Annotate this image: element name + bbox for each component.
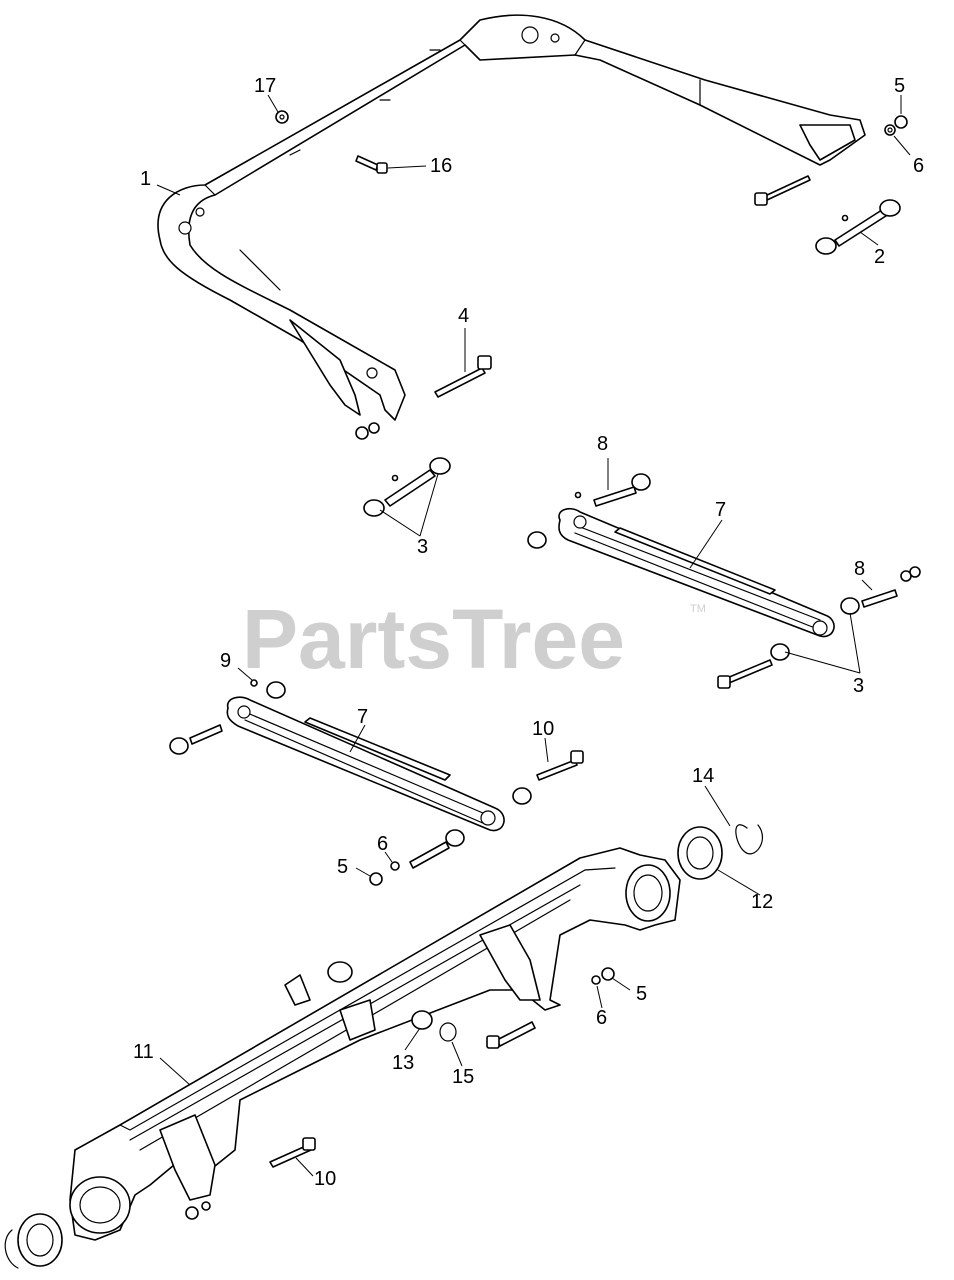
axle-beam-part-11[interactable] — [69, 847, 681, 1241]
callout-6c: 6 — [596, 1007, 607, 1029]
arm-part-7-lower[interactable] — [226, 696, 505, 832]
callout-4: 4 — [458, 305, 469, 327]
callout-10a: 10 — [532, 718, 554, 740]
callout-16: 16 — [430, 155, 452, 177]
bolt-part-16[interactable] — [355, 155, 388, 174]
callout-6b: 6 — [377, 833, 388, 855]
callout-5b: 5 — [337, 856, 348, 878]
callout-3b: 3 — [853, 675, 864, 697]
bearing-part-12[interactable] — [677, 826, 723, 880]
callout-11: 11 — [133, 1041, 154, 1063]
callout-10b: 10 — [314, 1168, 336, 1190]
bushing-part-13[interactable] — [411, 1010, 433, 1030]
callout-8a: 8 — [597, 433, 608, 455]
watermark-text: PartsTree — [242, 592, 625, 686]
nut-washer-part-5-6-right[interactable] — [591, 967, 615, 985]
callout-12: 12 — [751, 891, 773, 913]
callout-labels: 1 17 16 5 6 2 4 3 8 7 8 3 9 7 10 6 5 14 … — [133, 75, 924, 1190]
ring-part-15[interactable] — [439, 1022, 457, 1042]
pin-part-8-right[interactable] — [770, 566, 921, 661]
callout-14: 14 — [692, 765, 714, 787]
bushing-pin-part-3-upper[interactable] — [363, 457, 451, 517]
bolt-part-10-lower[interactable] — [269, 1137, 316, 1168]
callout-5a: 5 — [894, 75, 905, 97]
bolt-upper-right[interactable] — [754, 175, 811, 206]
callout-7b: 7 — [357, 706, 368, 728]
pin-part-2[interactable] — [815, 199, 901, 255]
bolt-part-10-upper[interactable] — [512, 750, 584, 805]
bolt-right-middle[interactable] — [717, 659, 773, 689]
pin-part-8-upper[interactable] — [527, 473, 651, 549]
nut-washer-lower-frame[interactable] — [355, 422, 380, 440]
callout-8b: 8 — [854, 558, 865, 580]
snap-ring-part-14[interactable] — [735, 824, 764, 855]
watermark-tm: TM — [690, 603, 706, 615]
bearing-lower-left[interactable] — [4, 1213, 63, 1269]
callout-9: 9 — [220, 650, 231, 672]
callout-7a: 7 — [715, 499, 726, 521]
callout-5c: 5 — [636, 983, 647, 1005]
callout-13: 13 — [392, 1052, 414, 1074]
frame-part-1[interactable] — [157, 14, 866, 421]
callout-15: 15 — [452, 1066, 474, 1088]
nut-washer-part-5-6-left[interactable] — [369, 829, 465, 886]
nut-part-17[interactable] — [275, 110, 289, 124]
bolt-lower-right[interactable] — [486, 1021, 536, 1049]
callout-2: 2 — [874, 246, 885, 268]
nut-washer-part-5-6-upper[interactable] — [884, 115, 908, 136]
callout-3a: 3 — [417, 536, 428, 558]
leader-lines — [156, 94, 911, 1177]
callout-6a: 6 — [913, 155, 924, 177]
nut-part-9[interactable] — [169, 679, 286, 755]
nut-washer-lower[interactable] — [185, 1201, 211, 1220]
callout-1: 1 — [140, 168, 151, 190]
callout-17: 17 — [254, 75, 276, 97]
bolt-part-4[interactable] — [434, 355, 492, 398]
